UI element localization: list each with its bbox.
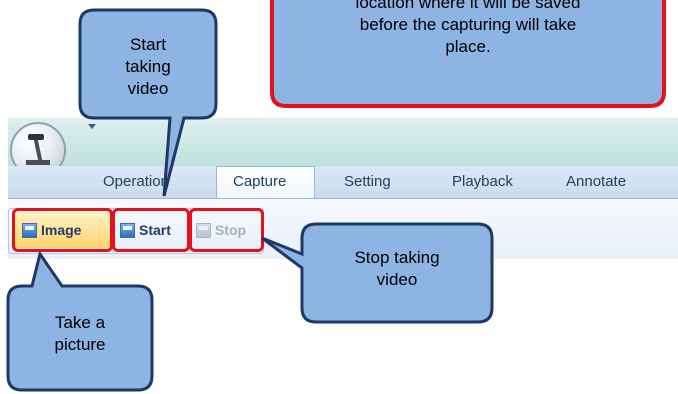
top-callout-line-3: place. [445, 37, 491, 56]
start-video-icon [120, 222, 135, 238]
start-callout-line-1: Start [130, 35, 166, 54]
ribbon-tab-bar [8, 166, 678, 198]
save-image-icon [22, 222, 37, 238]
stop-callout-text: Stop taking video [302, 247, 492, 291]
tab-operation[interactable]: Operation [103, 173, 169, 190]
start-callout-line-3: video [127, 79, 169, 98]
stop-callout-line-2: video [376, 270, 418, 289]
tab-setting[interactable]: Setting [344, 173, 391, 190]
stop-video-icon [196, 222, 211, 238]
tab-capture[interactable]: Capture [233, 173, 287, 190]
tab-playback[interactable]: Playback [452, 173, 513, 190]
stop-highlight-box [189, 208, 264, 252]
stop-button[interactable]: Stop [190, 212, 262, 248]
stop-callout-shape [261, 222, 494, 324]
take-picture-callout-line-2: picture [54, 335, 106, 354]
start-callout-shape [78, 8, 218, 197]
top-callout-text: location where it will be saved before t… [272, 0, 664, 58]
take-picture-callout-shape [6, 250, 154, 392]
start-callout-line-2: taking [125, 57, 171, 76]
start-highlight-box [112, 208, 190, 252]
stop-callout-line-1: Stop taking [354, 248, 440, 267]
top-callout-line-2: before the capturing will take [359, 15, 577, 34]
stop-button-label: Stop [215, 222, 247, 238]
start-button-label: Start [139, 222, 171, 238]
document-camera-icon [26, 134, 50, 165]
image-highlight-box [12, 208, 113, 252]
tab-annotate[interactable]: Annotate [566, 173, 627, 190]
take-picture-callout-line-1: Take a [54, 313, 106, 332]
ribbon-title-area [8, 118, 678, 166]
tab-capture-background [216, 166, 315, 199]
image-button-label: Image [41, 222, 82, 238]
quick-access-dropdown-icon[interactable] [88, 124, 96, 129]
start-callout-text: Start taking video [80, 34, 216, 100]
top-callout-line-1: location where it will be saved [355, 0, 581, 12]
start-button[interactable]: Start [114, 212, 188, 248]
top-callout-shape [270, 0, 666, 108]
take-picture-callout-text: Take a picture [8, 312, 152, 356]
image-button[interactable]: Image [14, 212, 110, 248]
